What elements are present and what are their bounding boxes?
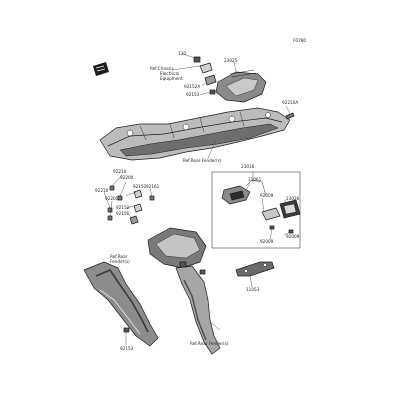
label-23016: 23016	[241, 164, 255, 169]
label-11061: 11061	[248, 177, 262, 182]
label-92009-a: 92009	[260, 193, 274, 198]
label-23026: 23026	[286, 196, 300, 201]
label-ref-rear-fender-bottom: Ref.Rear Fender(s)	[190, 341, 229, 346]
bracket-11053	[235, 261, 275, 277]
label-92210a: 92210A	[282, 100, 298, 105]
label-130: 130	[178, 51, 186, 56]
hardware-left	[107, 185, 155, 225]
license-holder-center	[147, 227, 221, 355]
label-92152-b: 92152	[116, 205, 130, 210]
label-92161: 92161	[146, 184, 160, 189]
label-92153-top: 92153	[186, 92, 200, 97]
rear-cover-23025	[215, 69, 267, 103]
label-92009-b: 92009	[286, 234, 300, 239]
label-92009-c: 92009	[260, 239, 274, 244]
assembly-box-23016	[211, 171, 301, 249]
label-92210-b: 92210	[95, 188, 109, 193]
label-92200-b: 92200	[105, 196, 119, 201]
label-ref-chassis-2: Electrical	[160, 71, 179, 76]
label-ref-rear-left-2: Fender(s)	[110, 259, 130, 264]
label-ref-rear-fender-top: Ref.Rear Fender(s)	[183, 158, 222, 163]
label-ref-rear-left-1: Ref.Rear	[110, 254, 128, 259]
label-92151: 92151	[116, 211, 130, 216]
label-92153-bottom: 92153	[120, 346, 134, 351]
clip-parts	[193, 56, 217, 95]
leader-lines	[103, 53, 291, 345]
label-92152-a: 92152	[133, 184, 147, 189]
figure-code: F0780	[293, 38, 306, 43]
label-23025: 23025	[224, 58, 238, 63]
label-ref-chassis-3: Equipment	[160, 76, 183, 81]
label-92152a: 92152A	[184, 84, 200, 89]
label-92200-a: 92200	[120, 175, 134, 180]
rear-fender-main	[99, 107, 291, 161]
label-11053: 11053	[246, 287, 260, 292]
label-92210: 92210	[113, 169, 127, 174]
part-labels: 130 Ref.Chassis Electrical Equipment 230…	[95, 51, 300, 351]
rear-mudguard-left	[83, 261, 159, 347]
license-lamp-assembly	[221, 179, 301, 234]
bolt-92210a	[285, 112, 295, 120]
label-ref-chassis-1: Ref.Chassis	[150, 66, 174, 71]
manual-reference-icon	[93, 62, 109, 76]
